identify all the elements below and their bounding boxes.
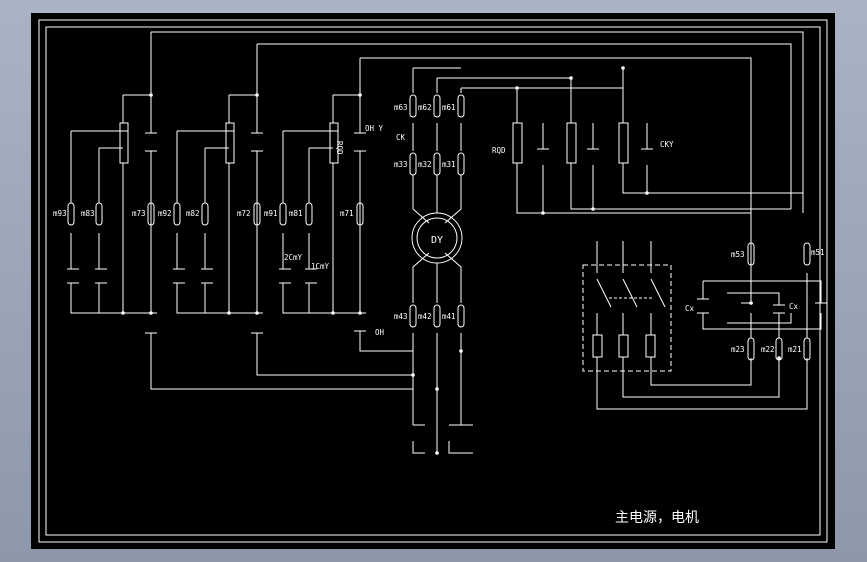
label-m33: m33 xyxy=(394,160,408,169)
bus-top-1 xyxy=(151,31,804,213)
motor: DY xyxy=(411,212,463,264)
label-m91: m91 xyxy=(264,209,278,218)
label-m42: m42 xyxy=(418,312,432,321)
label-m21: m21 xyxy=(788,345,802,354)
label-m43: m43 xyxy=(394,312,408,321)
component-labels: m93 m83 m73 m92 m82 m72 m91 m81 m71 m63 … xyxy=(53,103,825,354)
drawing-sheet: DY m93 m83 m73 m92 m82 m72 m91 m81 m71 m… xyxy=(31,13,835,549)
label-m32: m32 xyxy=(418,160,432,169)
label-1cmy: 1CmY xyxy=(311,262,330,271)
drawing-title: 主电源，电机 xyxy=(615,510,699,526)
wiring xyxy=(67,31,827,454)
label-ck: CK xyxy=(396,133,406,142)
label-cx-left: Cx xyxy=(685,304,695,313)
label-rqd: RQD xyxy=(492,146,506,155)
label-m62: m62 xyxy=(418,103,432,112)
label-2cmy: 2CmY xyxy=(284,253,303,262)
label-cx-right: Cx xyxy=(789,302,799,311)
label-m63: m63 xyxy=(394,103,408,112)
label-cky: CKY xyxy=(660,140,674,149)
label-ohy: OH Y xyxy=(365,124,384,133)
label-m72: m72 xyxy=(237,209,251,218)
bus-top-3 xyxy=(360,57,752,285)
label-m71: m71 xyxy=(340,209,354,218)
outer-frame xyxy=(38,19,828,543)
label-m82: m82 xyxy=(186,209,200,218)
label-m73: m73 xyxy=(132,209,146,218)
label-m51: m51 xyxy=(811,248,825,257)
label-m81: m81 xyxy=(289,209,303,218)
label-m93: m93 xyxy=(53,209,67,218)
label-oh: OH xyxy=(375,328,385,337)
label-m61: m61 xyxy=(442,103,456,112)
label-m41: m41 xyxy=(442,312,456,321)
label-rqd-vertical: RQD xyxy=(335,141,344,155)
bus-top-2 xyxy=(257,43,792,209)
label-m53: m53 xyxy=(731,250,745,259)
label-m92: m92 xyxy=(158,209,172,218)
junctions xyxy=(121,66,781,455)
resistors xyxy=(67,94,811,361)
label-m22: m22 xyxy=(761,345,775,354)
label-m23: m23 xyxy=(731,345,745,354)
motor-label: DY xyxy=(431,235,443,246)
label-m31: m31 xyxy=(442,160,456,169)
label-m83: m83 xyxy=(81,209,95,218)
circuit-diagram: DY m93 m83 m73 m92 m82 m72 m91 m81 m71 m… xyxy=(38,19,828,543)
